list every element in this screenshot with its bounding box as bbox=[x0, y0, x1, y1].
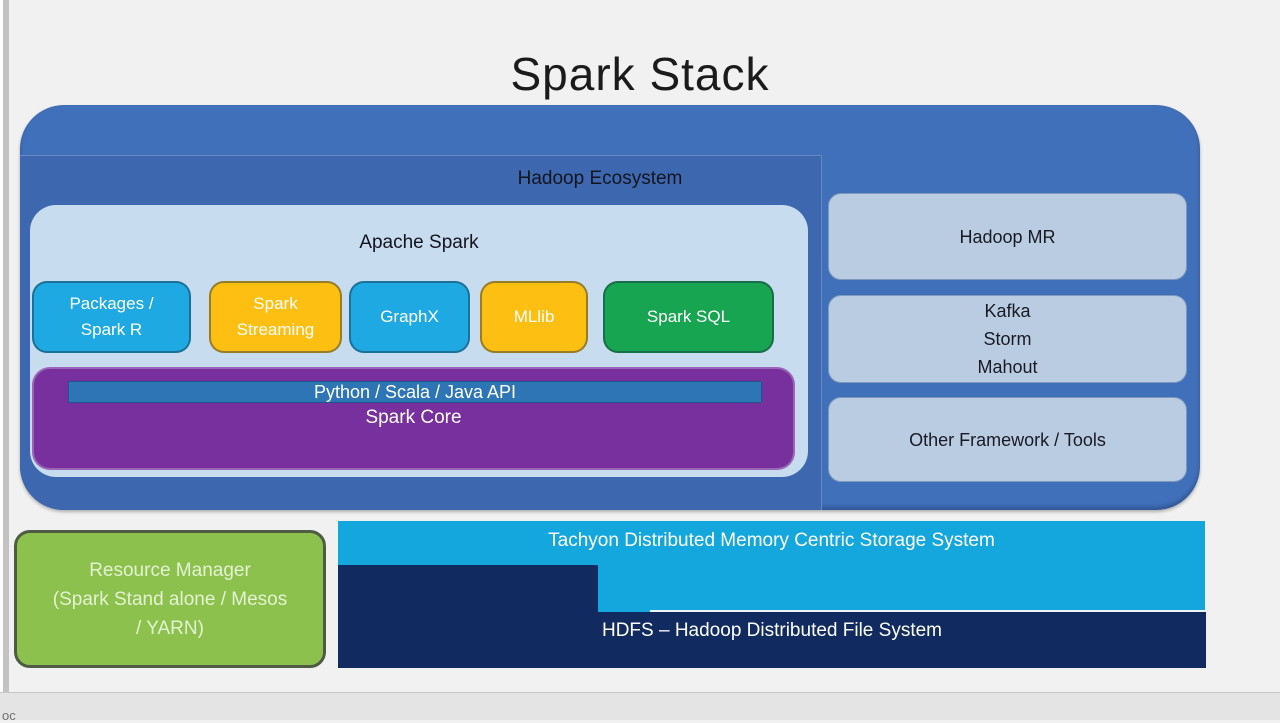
spark-core-label: Spark Core bbox=[365, 407, 462, 428]
component-box-spark-sql: Spark SQL bbox=[603, 281, 774, 353]
apache-spark-label: Apache Spark bbox=[359, 232, 479, 253]
python-scala-java-api-bar: Python / Scala / Java API bbox=[68, 381, 762, 403]
python-scala-java-api-label: Python / Scala / Java API bbox=[313, 381, 517, 402]
framework-box-kafka-storm-mahout: Kafka Storm Mahout bbox=[828, 295, 1187, 383]
hdfs-bar: HDFS – Hadoop Distributed File System bbox=[338, 612, 1206, 668]
resource-manager-box: Resource Manager (Spark Stand alone / Me… bbox=[14, 530, 326, 668]
bottom-gray-band bbox=[0, 693, 1280, 720]
tachyon-storage-label: Tachyon Distributed Memory Centric Stora… bbox=[548, 530, 995, 551]
slide-title: Spark Stack bbox=[510, 48, 770, 100]
framework-box-other-tools: Other Framework / Tools bbox=[828, 397, 1187, 482]
spark-core-box: Python / Scala / Java API Spark Core bbox=[32, 367, 795, 470]
tachyon-hdfs-gap-line bbox=[650, 610, 1205, 613]
component-box-mllib: MLlib bbox=[480, 281, 588, 353]
left-edge-white-strip bbox=[0, 0, 3, 720]
bottom-left-clipped-text: oc bbox=[2, 708, 16, 723]
component-box-packages-spark-r: Packages / Spark R bbox=[32, 281, 191, 353]
left-edge-gray-line bbox=[3, 0, 9, 720]
hdfs-label: HDFS – Hadoop Distributed File System bbox=[601, 620, 942, 641]
component-box-graphx: GraphX bbox=[349, 281, 470, 353]
framework-box-hadoop-mr: Hadoop MR bbox=[828, 193, 1187, 280]
bottom-divider-line bbox=[0, 692, 1280, 693]
component-box-spark-streaming: Spark Streaming bbox=[209, 281, 342, 353]
hadoop-ecosystem-label: Hadoop Ecosystem bbox=[517, 168, 683, 189]
